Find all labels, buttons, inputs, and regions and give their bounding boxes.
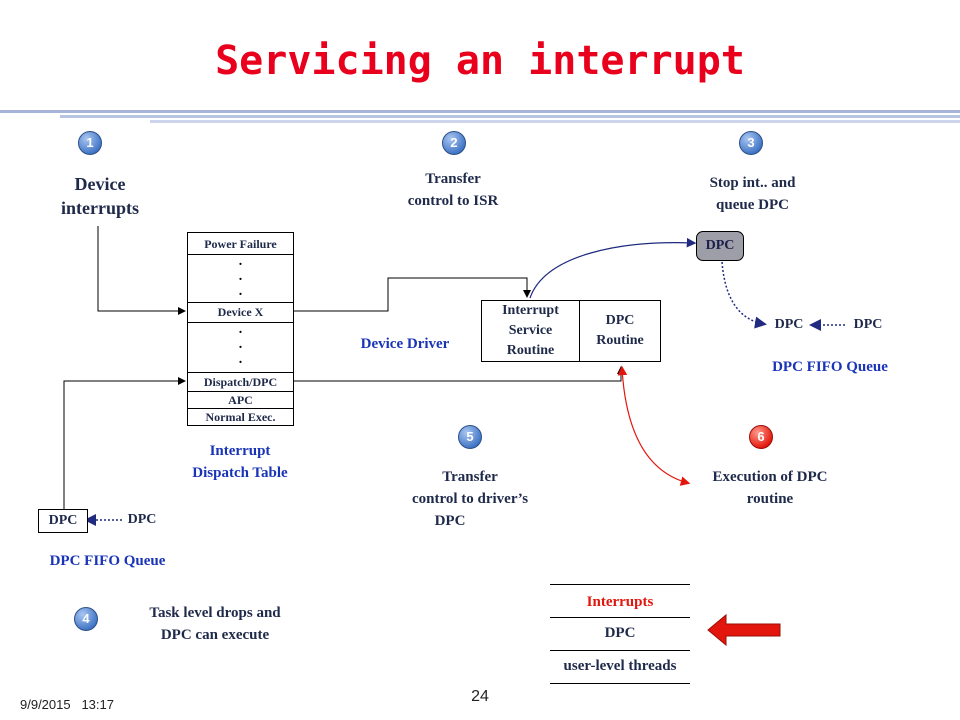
idt-dots: . <box>238 352 243 367</box>
step-4-line2: DPC can execute <box>160 627 270 643</box>
step-1-badge: 1 <box>78 131 102 155</box>
idt-dots: . <box>238 284 243 299</box>
step-1-line2: interrupts <box>61 198 139 218</box>
step-5-line3: DPC <box>434 513 466 529</box>
step-3-badge: 3 <box>739 131 763 155</box>
title-divider <box>0 110 960 123</box>
footer-date-value: 9/9/2015 <box>20 697 71 712</box>
page-title: Servicing an interrupt <box>215 38 745 84</box>
driver-box: Interrupt Service Routine DPC Routine <box>481 300 661 362</box>
isr-line2: Service <box>508 323 553 338</box>
legend-level-dpc: DPC <box>604 625 636 641</box>
dpc-queue-left-caption: DPC FIFO Queue <box>49 553 166 569</box>
legend-level-user-threads: user-level threads <box>563 658 677 674</box>
step-3-line2: queue DPC <box>716 197 789 213</box>
idt-dots: . <box>238 322 243 337</box>
device-driver-label: Device Driver <box>360 336 450 352</box>
legend-line-bottom <box>550 683 690 684</box>
idt-caption: Interrupt Dispatch Table <box>165 440 315 484</box>
idt-dots: . <box>238 254 243 269</box>
step-2-line1: Transfer <box>425 171 481 187</box>
step-1-line1: Device <box>74 174 126 194</box>
idt-row-dispatch-dpc: Dispatch/DPC <box>203 375 278 389</box>
dpc-routine-line1: DPC <box>605 313 635 328</box>
step-2-badge: 2 <box>442 131 466 155</box>
idt-divider <box>188 322 293 323</box>
idt-caption-line1: Interrupt <box>209 443 271 459</box>
isr-cell: Interrupt Service Routine <box>482 301 580 361</box>
idt-row-apc: APC <box>228 393 253 407</box>
idt-divider <box>188 254 293 255</box>
step-5-badge: 5 <box>458 425 482 449</box>
step-1-label: Device interrupts <box>40 172 160 220</box>
idt-divider <box>188 408 293 409</box>
dpc-queue-right-caption: DPC FIFO Queue <box>772 359 888 375</box>
dpc-active: DPC <box>696 231 744 261</box>
dpc-queue-left-item-1: DPC <box>38 509 88 533</box>
dpc-queue-right-item-1: DPC <box>774 317 804 332</box>
step-2-label: Transfer control to ISR <box>373 168 533 212</box>
dpc-queue-right-item-2: DPC <box>853 317 883 332</box>
legend-line <box>550 617 690 618</box>
idt-caption-line2: Dispatch Table <box>192 465 288 481</box>
step-2-line2: control to ISR <box>407 193 499 209</box>
step-3-line1: Stop int.. and <box>709 175 796 191</box>
idt-dots: . <box>238 269 243 284</box>
legend-line <box>550 650 690 651</box>
step-4-badge: 4 <box>74 607 98 631</box>
isr-line3: Routine <box>506 343 555 358</box>
footer-time-value: 13:17 <box>81 697 114 712</box>
step-6-line2: routine <box>746 491 794 507</box>
interrupt-dispatch-table: Power Failure . . . Device X . . . Dispa… <box>187 232 294 426</box>
isr-line1: Interrupt <box>502 303 559 318</box>
footer-date: 9/9/2015 13:17 <box>20 697 114 712</box>
footer-page-number: 24 <box>471 688 489 705</box>
legend-level-interrupts: Interrupts <box>586 594 654 610</box>
idt-row-power-failure: Power Failure <box>204 237 277 251</box>
legend-line-top <box>550 584 690 585</box>
step-6-line1: Execution of DPC <box>712 469 828 485</box>
dpc-queue-left-item-2: DPC <box>127 512 157 527</box>
step-5-line2: control to driver’s <box>411 491 529 507</box>
step-5-line1: Transfer <box>442 469 498 485</box>
idt-divider <box>188 391 293 392</box>
idt-row-device-x: Device X <box>217 305 264 319</box>
step-6-label: Execution of DPC routine <box>680 466 860 510</box>
dpc-routine-line2: Routine <box>596 333 644 348</box>
idt-divider <box>188 302 293 303</box>
step-4-label: Task level drops and DPC can execute <box>115 602 315 646</box>
idt-dots: . <box>238 337 243 352</box>
step-4-line1: Task level drops and <box>149 605 281 621</box>
step-6-badge: 6 <box>749 425 773 449</box>
idt-divider <box>188 372 293 373</box>
step-3-label: Stop int.. and queue DPC <box>680 172 825 216</box>
dpc-routine-cell: DPC Routine <box>580 301 660 361</box>
step-5-label: Transfer control to driver’s DPC <box>380 466 560 532</box>
idt-row-normal-exec: Normal Exec. <box>205 410 276 424</box>
